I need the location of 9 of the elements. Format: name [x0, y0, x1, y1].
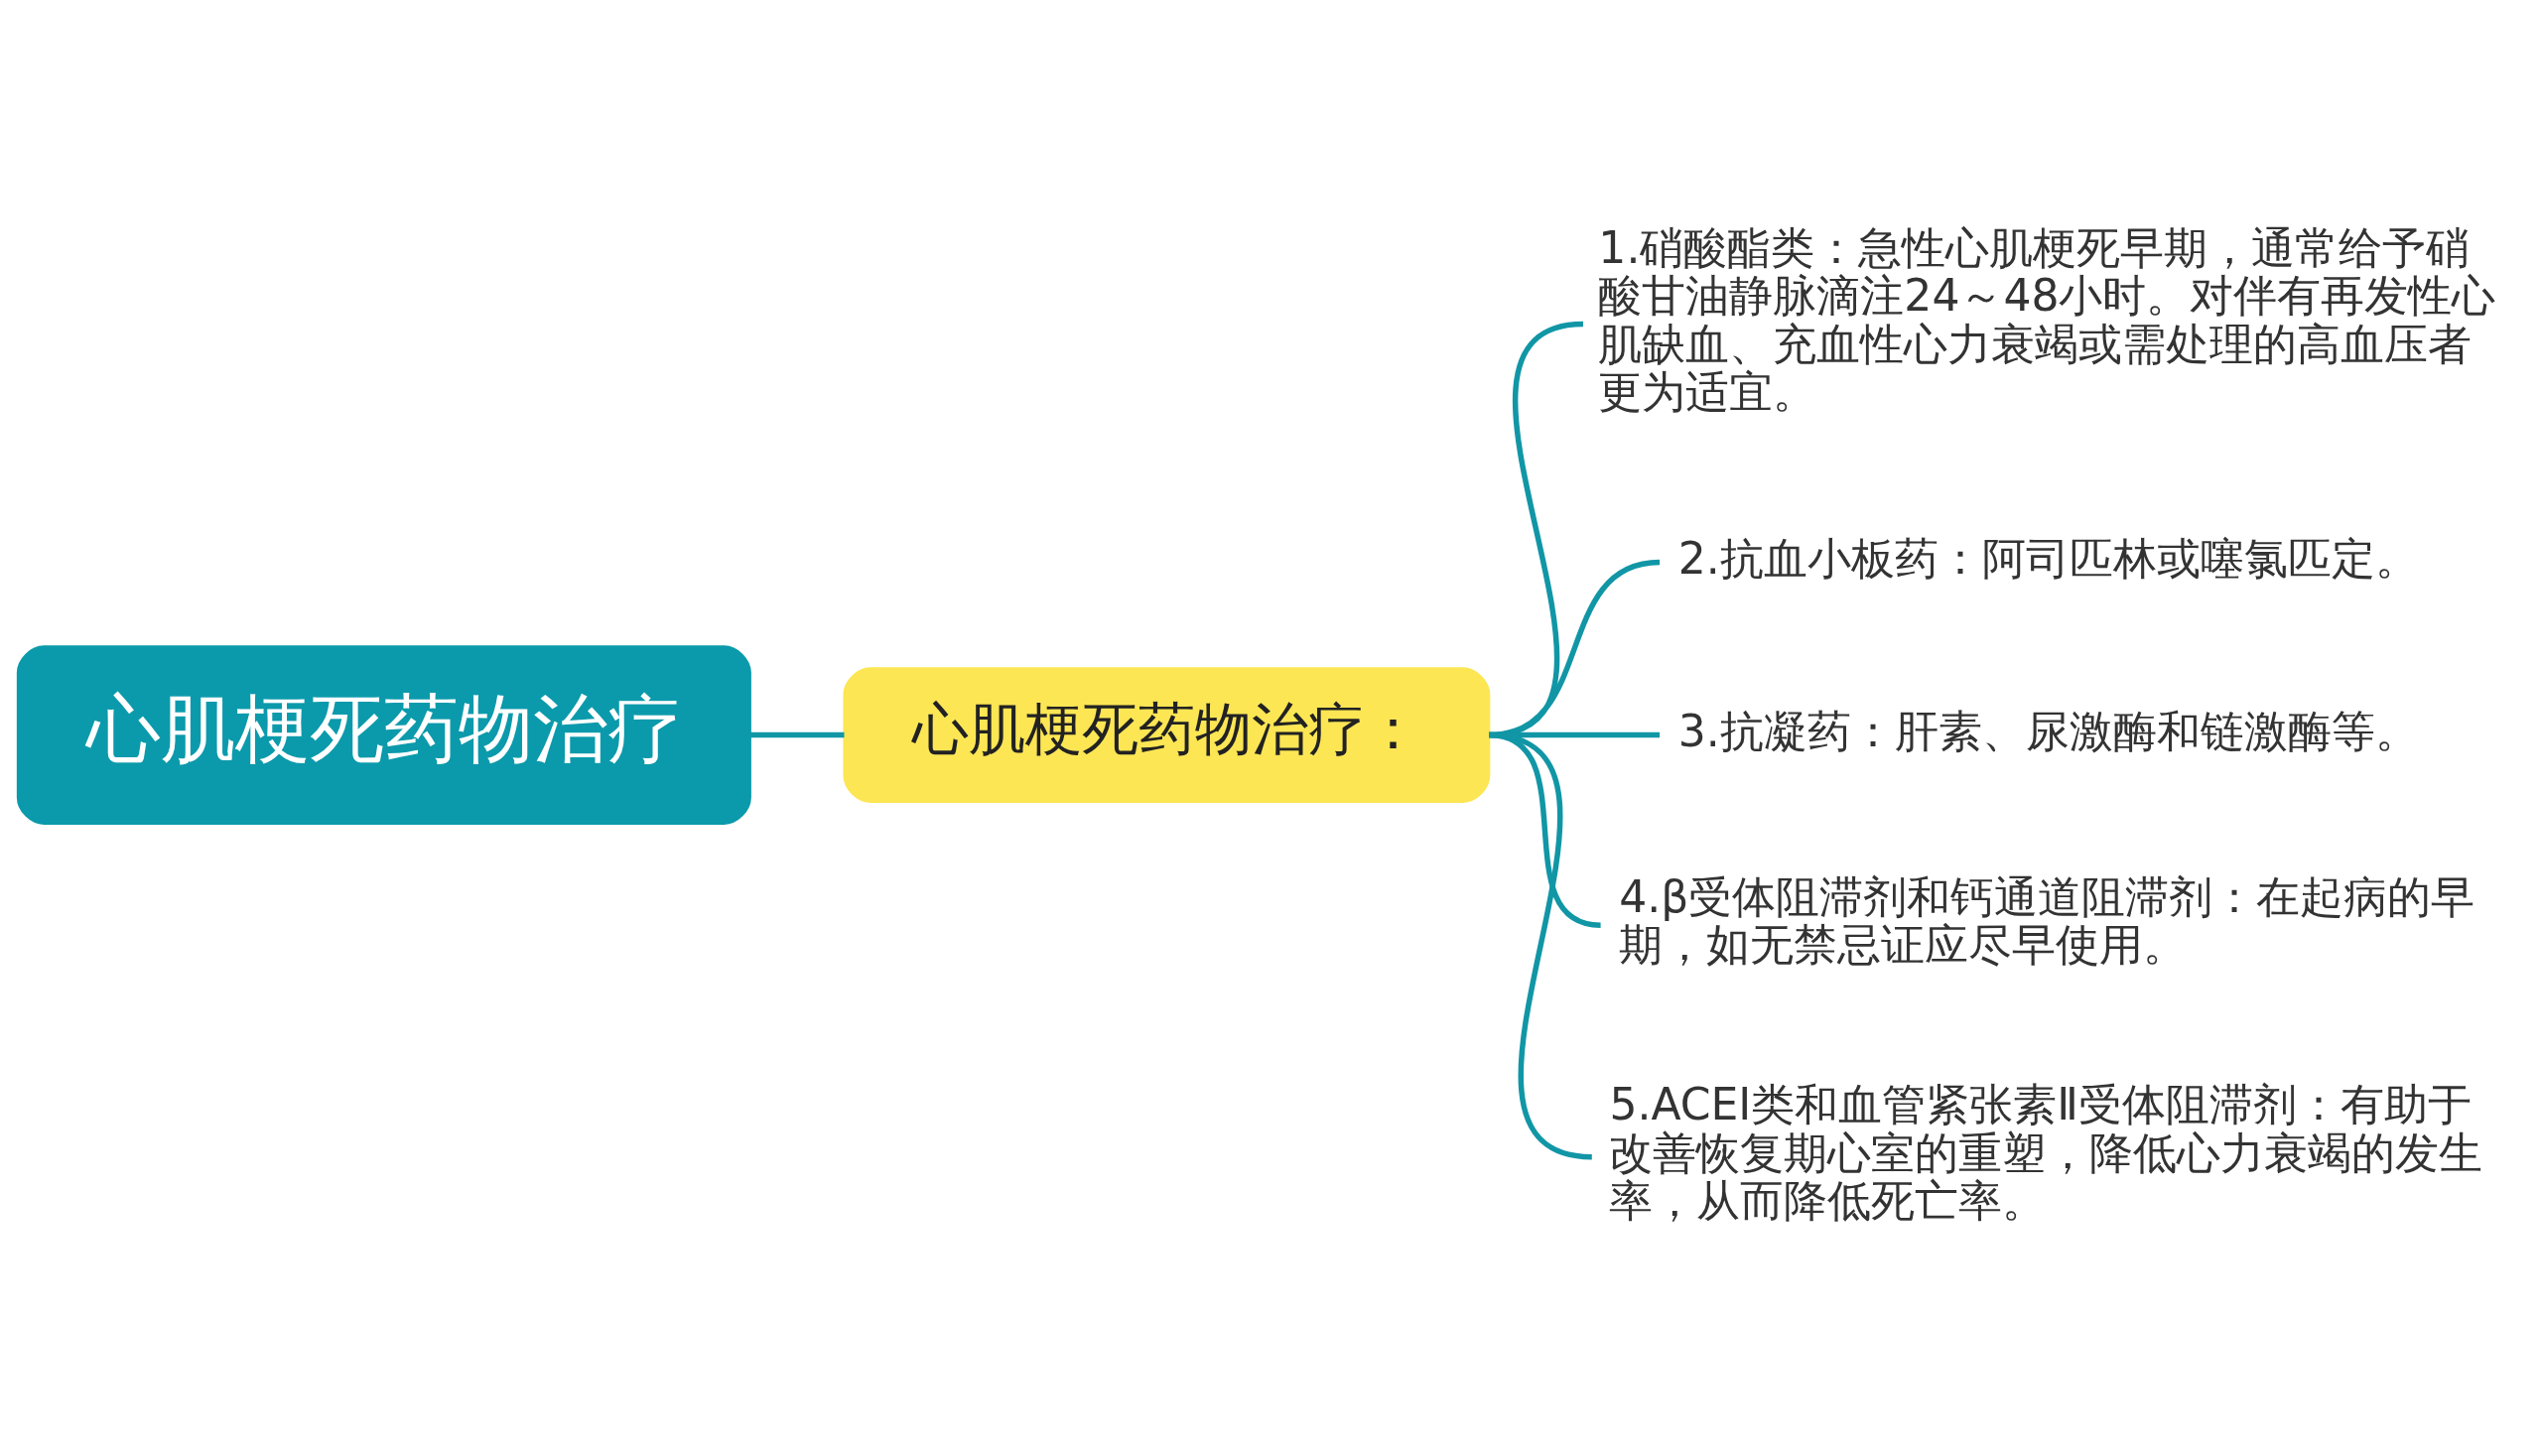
node-box: 心肌梗死药物治疗：: [843, 666, 1491, 803]
node-text: 4.β受体阻滞剂和钙通道阻滞剂：在起病的早期，如无禁忌证应尽早使用。: [1619, 870, 2475, 970]
node-text: 5.ACEI类和血管紧张素Ⅱ受体阻滞剂：有助于改善恢复期心室的重塑，降低心力衰竭的发生率，从而降低死亡率。: [1609, 1078, 2483, 1226]
node-box: 心肌梗死药物治疗: [16, 644, 751, 825]
node-text: 3.抗凝药：肝素、尿激酶和链激酶等。: [1677, 705, 2419, 756]
node-text: 2.抗血小板药：阿司匹林或噻氯匹定。: [1677, 532, 2419, 584]
connector: [749, 731, 845, 737]
connector: [1488, 731, 1593, 1159]
node-text: 1.硝酸酯类：急性心肌梗死早期，通常给予硝酸甘油静脉滴注24～48小时。对伴有再发性心肌缺血、充血性心力衰竭或需处理的高血压者更为适宜。: [1598, 221, 2496, 417]
